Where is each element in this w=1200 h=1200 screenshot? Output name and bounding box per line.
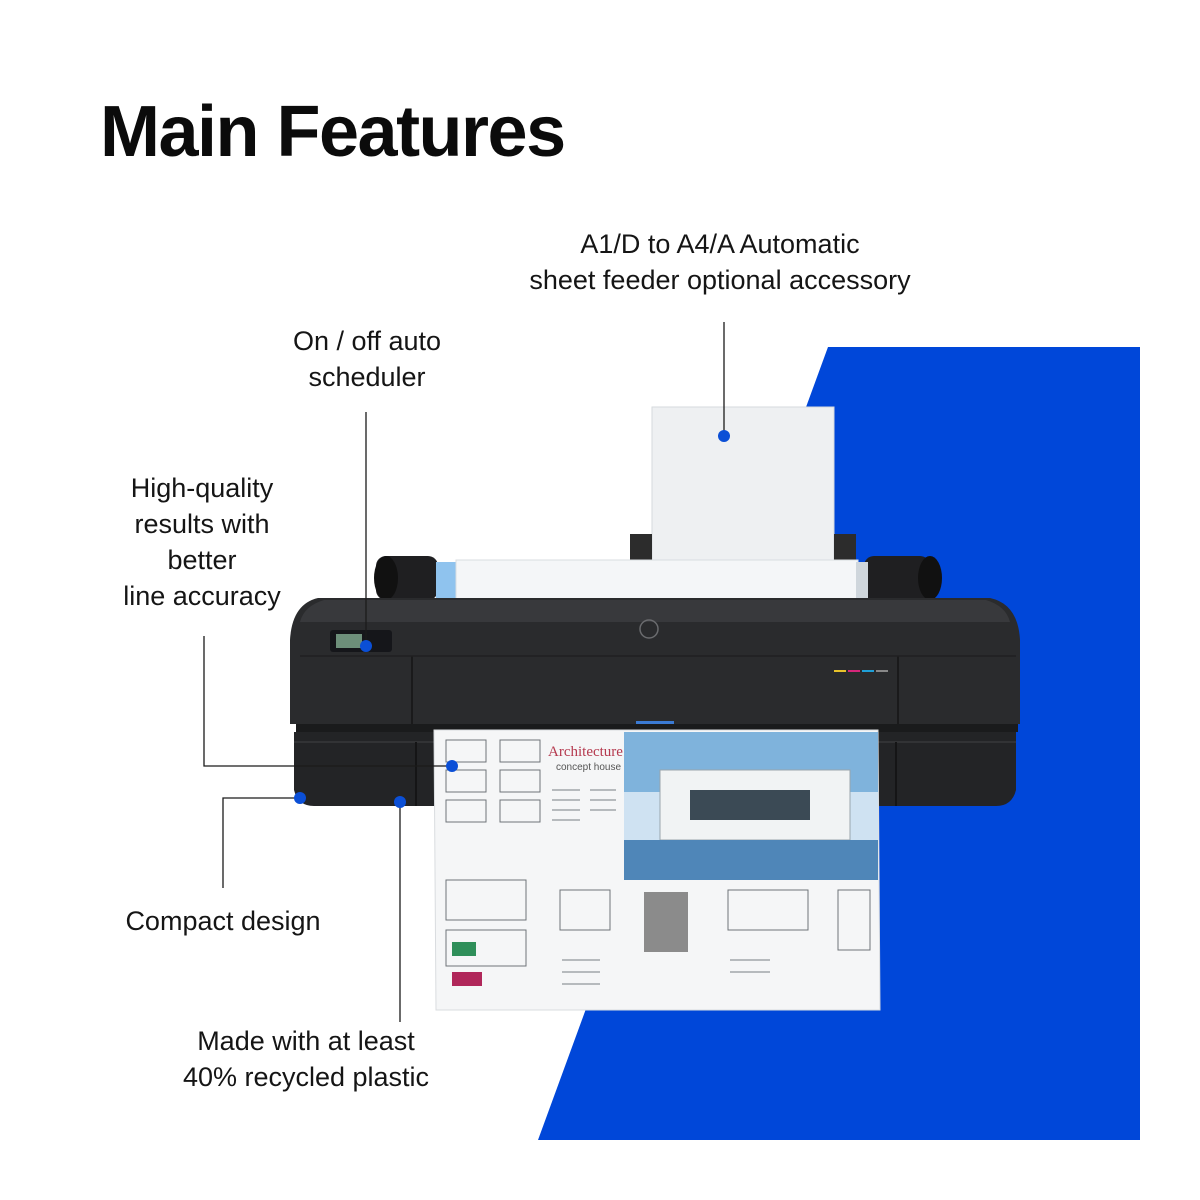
- sheet-subheading: concept house: [556, 762, 621, 773]
- compact-dot: [294, 792, 306, 804]
- recycled-dot: [394, 796, 406, 808]
- callout-lines: [203, 322, 725, 1022]
- callout-quality-label: High-quality results with better line ac…: [123, 473, 281, 611]
- page-title: Main Features: [100, 92, 566, 172]
- sheet-heading: Architecture: [548, 744, 623, 760]
- printed-output-sheet: Architecture concept house: [433, 729, 881, 1011]
- callout-dots: [294, 430, 730, 808]
- callout-recycled-label: Made with at least 40% recycled plastic: [182, 1026, 430, 1092]
- callout-compact-label: Compact design: [125, 906, 321, 936]
- feeder-dot: [718, 430, 730, 442]
- quality-dot: [446, 760, 458, 772]
- callout-feeder-label: A1/D to A4/A Automatic sheet feeder opti…: [529, 229, 911, 295]
- hp-logo-icon: [639, 619, 659, 639]
- callout-scheduler-label: On / off auto scheduler: [292, 326, 442, 392]
- scheduler-dot: [360, 640, 372, 652]
